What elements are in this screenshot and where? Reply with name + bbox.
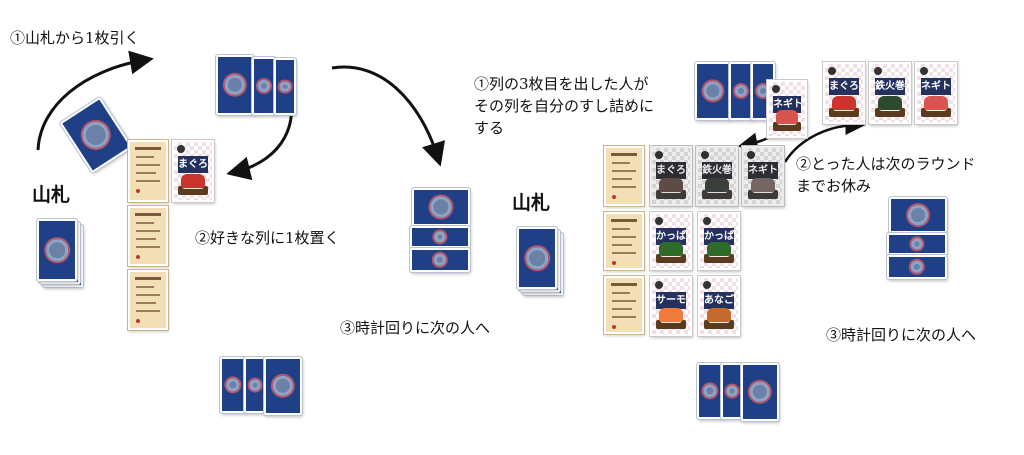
sushi-card-label: かっぱ巻	[656, 228, 686, 245]
right-stack-card-1	[889, 197, 947, 233]
right-bottom-hand-card-3	[741, 363, 779, 421]
right-stack-card-3	[887, 255, 947, 279]
right-deck-card-1	[517, 227, 557, 289]
sushi-card-maguro-row1: まぐろ	[650, 146, 692, 206]
sushi-card-label: ネギトロ	[773, 96, 801, 113]
right-step2-line1: ②とった人は次のラウンド	[796, 155, 976, 173]
sushi-card-negitoro-taken: ネギトロ	[915, 62, 957, 124]
arrow-take-2	[783, 115, 866, 163]
right-deck-label: 山札	[512, 192, 551, 214]
sushi-card-label: 鉄火巻	[702, 162, 732, 179]
sushi-card-label: サーモン	[656, 292, 686, 309]
rule-card-3	[128, 270, 168, 330]
sushi-card-negitoro-row1: ネギトロ	[742, 146, 784, 206]
left-step3-text: ③時計回りに次の人へ	[340, 319, 491, 337]
top-hand-card-2	[252, 57, 276, 115]
left-step2-text: ②好きな列に1枚置く	[195, 229, 340, 247]
right-top-hand-card-2	[729, 62, 753, 120]
right-step2-line2: までお休み	[796, 177, 872, 195]
sushi-card-kappa-row2-a: かっぱ巻	[650, 212, 692, 270]
rule-card-2	[128, 206, 168, 266]
sushi-card-kappa-row2-b: かっぱ巻	[698, 212, 740, 270]
sushi-card-label: まぐろ	[178, 156, 208, 173]
sushi-card-label: ネギトロ	[921, 78, 951, 95]
right-step1-line3: する	[474, 119, 505, 137]
top-hand-card-3	[274, 58, 296, 115]
right-stack-card-2	[887, 233, 947, 255]
right-bottom-hand-card-1	[697, 363, 723, 419]
sushi-card-label: まぐろ	[656, 162, 686, 179]
bottom-hand-card-1	[220, 357, 246, 413]
sushi-card-label: あなご	[704, 292, 734, 309]
top-hand-card-1	[216, 55, 254, 115]
left-step1-text: ①山札から1枚引く	[10, 29, 140, 47]
left-deck-label: 山札	[32, 184, 71, 206]
sushi-card-label: ネギトロ	[748, 162, 778, 179]
bottom-hand-card-2	[244, 357, 266, 413]
left-deck-card-1	[37, 219, 77, 281]
sushi-card-negitoro-played: ネギトロ	[767, 80, 807, 138]
bottom-hand-card-3	[264, 357, 302, 415]
center-stack-card-2	[410, 226, 470, 248]
right-step1-line2: その列を自分のすし詰めに	[474, 97, 655, 115]
sushi-card-label: かっぱ巻	[704, 228, 734, 245]
sushi-card-anago-row3: あなご	[698, 276, 740, 336]
sushi-card-maguro-taken: まぐろ	[823, 62, 865, 124]
sushi-card-tekka-taken: 鉄火巻	[869, 62, 911, 124]
sushi-card-maguro: まぐろ	[172, 140, 214, 202]
rule-card-1	[128, 140, 168, 202]
arrow-draw	[36, 50, 154, 151]
right-rule-card-3	[604, 276, 644, 334]
center-stack-card-3	[410, 248, 470, 272]
sushi-card-tekka-row1: 鉄火巻	[696, 146, 738, 206]
arrow-pass	[331, 65, 446, 167]
center-stack-card-1	[412, 188, 470, 226]
right-bottom-hand-card-2	[721, 363, 743, 419]
right-top-hand-card-1	[695, 62, 731, 120]
right-rule-card-1	[604, 146, 644, 206]
right-rule-card-2	[604, 212, 644, 270]
right-step3-text: ③時計回りに次の人へ	[826, 326, 977, 344]
sushi-card-label: まぐろ	[829, 78, 859, 95]
sushi-card-salmon-row3: サーモン	[650, 276, 692, 336]
sushi-card-label: 鉄火巻	[875, 78, 905, 95]
right-step1-line1: ①列の3枚目を出した人が	[474, 75, 649, 93]
